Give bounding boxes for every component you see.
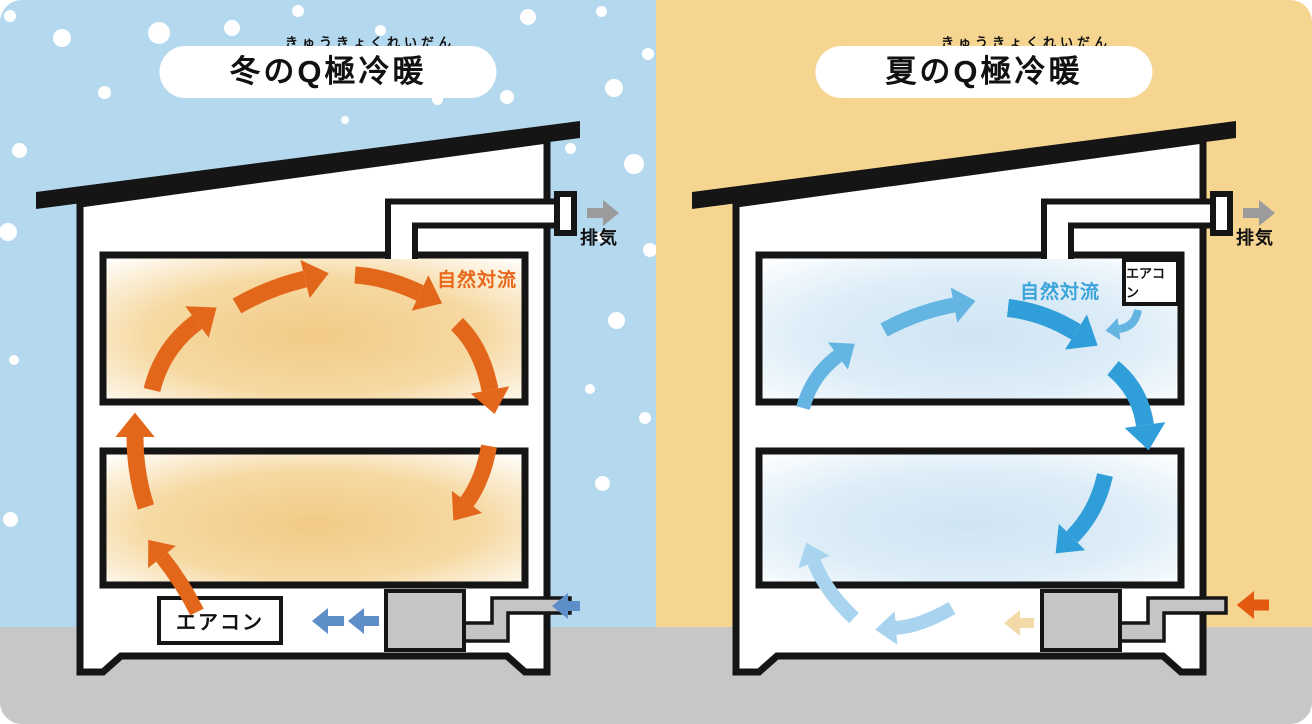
exhaust-duct-wall [1041,198,1216,259]
natural-convection-label: 自然対流 [1020,282,1101,303]
aircon-unit: エアコン [1122,258,1180,306]
exhaust-duct [385,200,560,259]
aircon-label: エアコン [176,612,264,634]
season-title-box: きゅうきょくれいだん 冬のQ極冷暖 [0,0,656,120]
title-pill: 冬のQ極冷暖 [159,46,497,98]
season-title: 夏のQ極冷暖 [885,54,1083,89]
exhaust-label: 排気 [1236,228,1274,248]
exhaust-duct [1041,200,1216,259]
house-diagram [36,121,580,676]
heat-exchanger-unit [1040,589,1122,652]
exhaust-label: 排気 [580,228,618,248]
roof [692,121,1236,209]
summer-panel: エアコン 自然対流 排気 きゅうきょくれいだん 夏のQ極冷暖 [656,0,1312,724]
lower-room [755,447,1185,589]
aircon-label: エアコン [1126,266,1166,300]
intake-pipe [1114,596,1228,643]
exhaust-duct-wall [385,198,560,259]
exhaust-outlet-cap [1210,191,1233,236]
lower-room [99,447,529,589]
title-pill: 夏のQ極冷暖 [815,46,1153,98]
roof [36,121,580,209]
intake-pipe [458,596,572,643]
exhaust-outlet-cap [554,191,577,236]
natural-convection-label: 自然対流 [437,270,518,291]
season-title: 冬のQ極冷暖 [229,54,427,89]
season-title-box: きゅうきょくれいだん 夏のQ極冷暖 [656,0,1312,120]
upper-room [755,251,1185,406]
heat-exchanger-unit [384,589,466,652]
aircon-unit: エアコン [157,596,283,645]
winter-panel: エアコン 自然対流 排気 きゅうきょくれいだん 冬のQ極冷暖 [0,0,656,724]
